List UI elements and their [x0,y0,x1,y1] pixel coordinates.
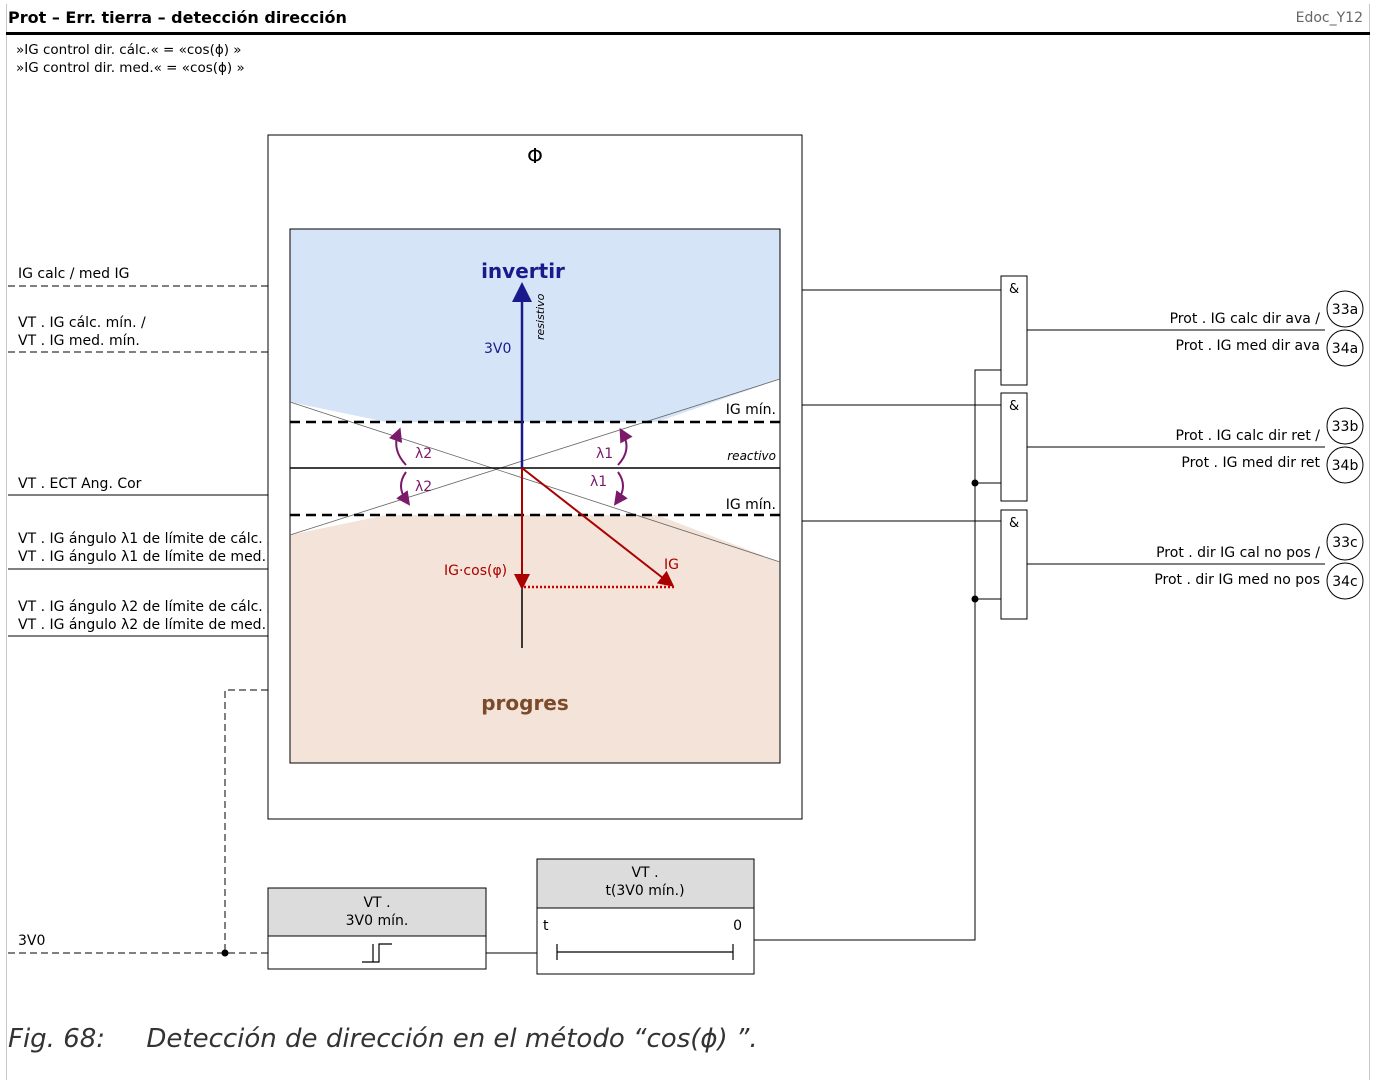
lambda2-arc-upper [388,427,407,466]
output-nondir-med: Prot . dir IG med no pos [1154,572,1320,588]
output-fwd-med: Prot . IG med dir ava [1176,338,1321,354]
timer-title-2: t(3V0 mín.) [605,883,684,899]
lambda1-label-lower: λ1 [590,474,607,490]
lambda1-arc-upper [617,427,633,466]
ig-label: IG [664,557,679,573]
direction-plane [289,228,781,764]
input-ig-calc-med: IG calc / med IG [18,266,129,282]
timer-zero-label: 0 [733,918,742,934]
lambda2-arc-lower [396,471,411,506]
figure-caption: Fig. 68: Detección de dirección en el mé… [8,1024,758,1054]
and-symbol-1: & [1009,282,1019,297]
v-min-block [267,935,487,970]
input-lambda1-med: VT . IG ángulo λ1 de límite de med. [18,549,266,565]
timer-range-icon [556,944,734,960]
ref-34a: 34a [1332,341,1358,357]
forward-zone [290,229,780,422]
doc-code: Edoc_Y12 [1295,10,1363,26]
ref-33c: 33c [1332,535,1358,551]
output-ref-circles [1326,290,1364,600]
input-lambda2-calc: VT . IG ángulo λ2 de límite de cálc. / [18,599,272,615]
ig-vector [521,467,675,587]
ref-33a: 33a [1332,302,1358,318]
input-ig-min-calc: VT . IG cálc. mín. / [18,315,146,331]
ig-cos-label: IG·cos(φ) [444,563,507,579]
page-title: Prot – Err. tierra – detección dirección [8,8,347,27]
ig-min-upper-label: IG mín. [726,402,776,418]
forward-label: invertir [481,259,565,283]
and-gate-reverse [1000,392,1028,502]
lambda2-label-lower: λ2 [415,479,432,495]
v-min-block-header [267,887,487,937]
timer-block [536,907,755,975]
output-nondir-calc: Prot . dir IG cal no pos / [1156,545,1320,561]
resistive-label: resistivo [534,293,547,340]
page-frame [6,4,1370,1080]
ref-34b: 34b [1332,458,1359,474]
ref-34c: 34c [1332,574,1358,590]
and-gate-nondir [1000,509,1028,620]
input-3v0: 3V0 [18,933,45,949]
lambda1-label-upper: λ1 [596,446,613,462]
input-ig-min-med: VT . IG med. mín. [18,333,140,349]
setting-line-med: »IG control dir. med.« = «cos(ϕ) » [16,60,245,76]
lambda2-label-upper: λ2 [415,446,432,462]
setting-line-calc: »IG control dir. cálc.« = «cos(ϕ) » [16,42,242,58]
input-lines [8,285,268,957]
timer-t-label: t [543,918,549,934]
input-lambda2-med: VT . IG ángulo λ2 de límite de med. [18,617,266,633]
input-ect-ang: VT . ECT Ang. Cor [18,476,142,492]
reverse-zone [290,515,780,763]
timer-title-1: VT . [631,865,658,881]
ig-min-lower-label: IG mín. [726,497,776,513]
v-min-title-1: VT . [363,895,390,911]
ref-33b: 33b [1332,419,1359,435]
phi-block-title: Φ [527,144,543,168]
hysteresis-icon [362,943,392,963]
v-min-title-2: 3V0 mín. [346,913,409,929]
and-symbol-3: & [1009,516,1019,531]
title-rule [6,32,1370,35]
input-lambda1-calc: VT . IG ángulo λ1 de límite de cálc. / [18,531,272,547]
timer-block-header [536,858,755,909]
reverse-label: progres [481,691,569,715]
and-gate-forward [1000,275,1028,386]
reactive-label: reactivo [727,449,776,463]
output-rev-calc: Prot . IG calc dir ret / [1176,428,1321,444]
and-symbol-2: & [1009,399,1019,414]
gate-connections [754,289,1325,941]
output-rev-med: Prot . IG med dir ret [1181,455,1320,471]
v3v0-label: 3V0 [484,341,511,357]
lambda1-arc-lower [613,471,628,506]
output-fwd-calc: Prot . IG calc dir ava / [1170,311,1321,327]
